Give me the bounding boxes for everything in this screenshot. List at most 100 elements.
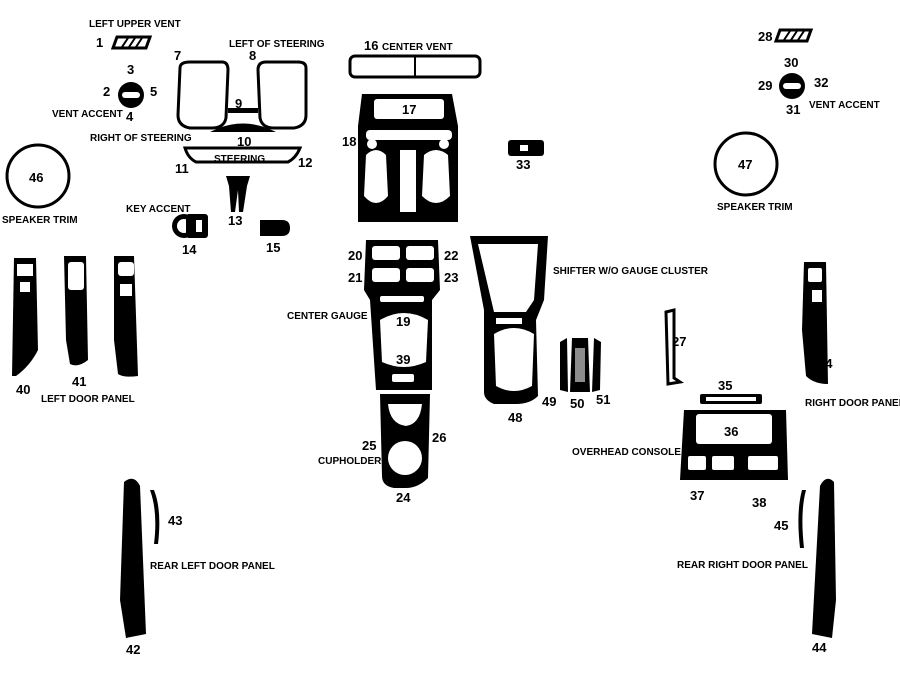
callout-39: 39	[396, 352, 410, 367]
part-15	[260, 220, 290, 236]
part-17-18-center-stack	[358, 94, 458, 222]
part-36-38-overhead-console	[680, 410, 788, 480]
label-center-gauge: CENTER GAUGE	[287, 311, 368, 322]
part-1-left-upper-vent	[110, 35, 153, 50]
callout-45: 45	[774, 518, 788, 533]
label-cupholder: CUPHOLDER	[318, 456, 382, 467]
callout-8: 8	[249, 48, 256, 63]
callout-3: 3	[127, 62, 134, 77]
callout-11: 11	[175, 161, 189, 176]
part-11-12-steering-strip	[182, 146, 303, 164]
callout-9: 9	[235, 96, 242, 111]
label-left-door-panel: LEFT DOOR PANEL	[41, 394, 135, 405]
label-vent-accent-left: VENT ACCENT	[52, 109, 123, 120]
callout-25: 25	[362, 438, 376, 453]
callout-44: 44	[812, 640, 827, 655]
part-33	[508, 140, 544, 156]
callout-7: 7	[174, 48, 181, 63]
part-41-left-door	[64, 256, 88, 366]
label-shifter-wo-gauge-cluster: SHIFTER W/O GAUGE CLUSTER	[553, 266, 709, 277]
callout-5: 5	[150, 84, 157, 99]
label-rear-right-door-panel: REAR RIGHT DOOR PANEL	[677, 560, 808, 571]
callout-17: 17	[402, 102, 416, 117]
callout-37: 37	[690, 488, 704, 503]
part-24-26-cupholder	[380, 394, 430, 488]
label-left-upper-vent: LEFT UPPER VENT	[89, 19, 181, 30]
part-43-rear-left-strip	[150, 490, 160, 544]
callout-10: 10	[237, 134, 251, 149]
callout-1: 1	[96, 35, 103, 50]
part-35-overhead-strip	[700, 394, 762, 404]
callout-30: 30	[784, 55, 798, 70]
callout-19: 19	[396, 314, 410, 329]
part-47-speaker-trim-right	[713, 131, 779, 197]
callout-2: 2	[103, 84, 110, 99]
callout-31: 31	[786, 102, 800, 117]
part-46-speaker-trim-left	[5, 143, 71, 209]
part-6-left-door	[114, 256, 138, 377]
callout-38: 38	[752, 495, 766, 510]
callout-43: 43	[168, 513, 182, 528]
callout-34: 34	[818, 356, 833, 371]
callout-16: 16	[364, 38, 378, 53]
callout-29: 29	[758, 78, 772, 93]
part-45-rear-right-strip	[798, 490, 806, 548]
callout-50: 50	[570, 396, 584, 411]
label-rear-left-door-panel: REAR LEFT DOOR PANEL	[150, 561, 275, 572]
part-40-left-door	[12, 258, 38, 376]
part-16-center-vent	[348, 54, 482, 79]
callout-4: 4	[126, 109, 134, 124]
callout-51: 51	[596, 392, 610, 407]
part-14-key-accent	[172, 214, 208, 238]
part-13-steering-column	[226, 176, 250, 212]
callout-42: 42	[126, 642, 140, 657]
callout-47: 47	[738, 157, 752, 172]
callout-32: 32	[814, 75, 828, 90]
part-42-rear-left-door	[120, 478, 146, 638]
callout-13: 13	[228, 213, 242, 228]
part-48-shifter	[470, 236, 548, 404]
callout-48: 48	[508, 410, 522, 425]
callout-18: 18	[342, 134, 356, 149]
part-9-steering-center	[228, 108, 258, 113]
callout-14: 14	[182, 242, 197, 257]
callout-24: 24	[396, 490, 411, 505]
callout-28: 28	[758, 29, 772, 44]
part-vent-accent-left	[118, 82, 144, 108]
part-34-right-door	[802, 262, 828, 384]
label-speaker-trim-left: SPEAKER TRIM	[2, 215, 78, 226]
label-right-of-steering: RIGHT OF STEERING	[90, 133, 192, 144]
callout-41: 41	[72, 374, 86, 389]
callout-40: 40	[16, 382, 30, 397]
part-28-right-upper-vent	[773, 28, 814, 43]
label-speaker-trim-right: SPEAKER TRIM	[717, 202, 793, 213]
callout-23: 23	[444, 270, 458, 285]
label-key-accent: KEY ACCENT	[126, 204, 190, 215]
callout-22: 22	[444, 248, 458, 263]
callout-33: 33	[516, 157, 530, 172]
callout-35: 35	[718, 378, 732, 393]
part-19-20-23-center-gauge	[364, 240, 440, 390]
part-44-rear-right-door	[812, 478, 836, 638]
callout-20: 20	[348, 248, 362, 263]
part-vent-accent-right	[779, 73, 805, 99]
callout-27: 27	[672, 334, 686, 349]
label-overhead-console: OVERHEAD CONSOLE	[572, 447, 681, 458]
label-center-vent: CENTER VENT	[382, 42, 453, 53]
callout-46: 46	[29, 170, 43, 185]
callout-49: 49	[542, 394, 556, 409]
part-7-left-of-steering	[176, 60, 230, 130]
part-10-steering-lower	[210, 123, 276, 132]
label-steering: STEERING	[214, 154, 265, 165]
part-8-right-of-steering	[256, 60, 308, 130]
label-vent-accent-right: VENT ACCENT	[809, 100, 880, 111]
callout-36: 36	[724, 424, 738, 439]
part-27	[664, 308, 684, 386]
part-49-51-shifter-trim	[560, 338, 601, 392]
callout-15: 15	[266, 240, 280, 255]
label-left-of-steering: LEFT OF STEERING	[229, 39, 325, 50]
label-right-door-panel: RIGHT DOOR PANEL	[805, 398, 900, 409]
callout-21: 21	[348, 270, 362, 285]
callout-26: 26	[432, 430, 446, 445]
